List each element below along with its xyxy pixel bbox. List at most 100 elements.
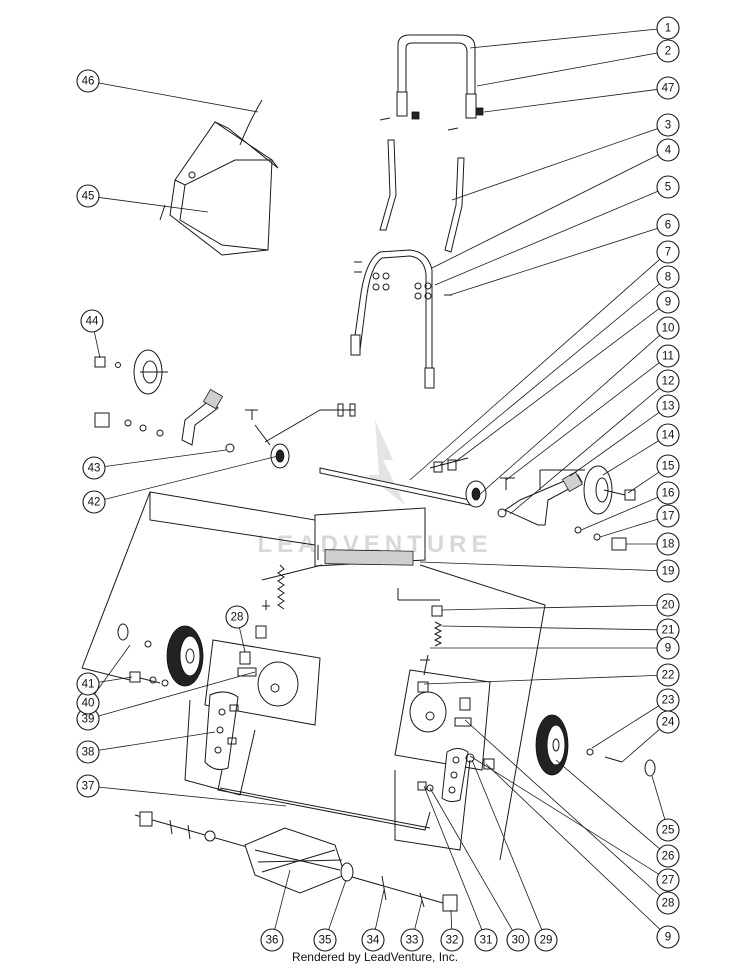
callout-circle-c9a <box>656 290 680 314</box>
callout-number-c37: 37 <box>82 781 95 793</box>
callout-circle-c7 <box>656 240 680 264</box>
callout-c17: 17 <box>599 504 680 538</box>
callout-number-c5: 5 <box>665 182 671 194</box>
callout-number-c23: 23 <box>662 695 675 707</box>
leader-line-c29 <box>471 759 543 930</box>
callout-c26: 26 <box>555 759 680 868</box>
callout-circle-c41 <box>76 672 100 696</box>
callout-number-c20: 20 <box>662 600 675 612</box>
callout-number-c38: 38 <box>82 747 95 759</box>
callout-circle-c20 <box>656 593 680 617</box>
callout-number-c45: 45 <box>82 191 95 203</box>
leader-line-c2 <box>476 52 658 87</box>
leader-line-c42 <box>104 455 279 500</box>
callout-circle-c25 <box>656 818 680 842</box>
leader-line-c34 <box>374 889 385 930</box>
leader-line-c6 <box>449 227 658 296</box>
callout-c25: 25 <box>651 775 680 842</box>
leader-line-c1 <box>469 28 658 49</box>
callout-number-c39: 39 <box>82 714 95 726</box>
callout-number-c16: 16 <box>662 488 675 500</box>
deck-frame <box>81 491 546 861</box>
callout-c27: 27 <box>469 755 680 892</box>
callout-c29: 29 <box>471 759 558 952</box>
callout-layer: 1247345678910111213141516171819202192223… <box>76 16 680 952</box>
axle-rod <box>319 457 471 506</box>
callout-c2: 2 <box>476 39 680 87</box>
callout-circle-c2 <box>656 39 680 63</box>
leadventure-credit: Rendered by LeadVenture, Inc. <box>291 950 459 964</box>
leader-line-c27 <box>469 755 659 875</box>
leader-line-c5 <box>434 190 659 286</box>
callout-circle-c4 <box>656 138 680 162</box>
lower-handle <box>350 249 452 389</box>
callout-number-c2: 2 <box>665 46 671 58</box>
callout-number-c29: 29 <box>540 935 553 947</box>
leader-line-c24 <box>621 728 660 763</box>
callout-circle-c15 <box>656 454 680 478</box>
left-drive-parts <box>94 349 356 469</box>
callout-c47: 47 <box>483 76 680 113</box>
leader-line-c26 <box>555 759 660 850</box>
callout-circle-c27 <box>656 868 680 892</box>
callout-c16: 16 <box>580 481 680 531</box>
callout-c44: 44 <box>80 309 104 359</box>
callout-circle-c32 <box>440 928 464 952</box>
callout-circle-c28l <box>225 605 249 629</box>
callout-circle-c18 <box>656 532 680 556</box>
callout-number-c10: 10 <box>662 323 675 335</box>
callout-c32: 32 <box>440 909 464 952</box>
leader-line-c3 <box>451 128 658 201</box>
callout-c19: 19 <box>419 559 680 583</box>
callout-number-c47: 47 <box>662 83 675 95</box>
leader-line-c39 <box>98 671 256 717</box>
callout-circle-c45 <box>76 184 100 208</box>
callout-c12: 12 <box>509 369 680 515</box>
leader-line-c46 <box>98 82 259 113</box>
callout-c28r: 28 <box>464 719 680 915</box>
callout-number-c27: 27 <box>662 875 675 887</box>
callout-number-c18: 18 <box>662 539 675 551</box>
leader-line-c12 <box>509 387 660 515</box>
callout-number-c41: 41 <box>82 679 95 691</box>
callout-circle-c5 <box>656 175 680 199</box>
callout-circle-c43 <box>82 456 106 480</box>
leader-line-c28l <box>239 627 246 653</box>
leader-line-c28r <box>464 719 661 896</box>
callout-number-c22: 22 <box>662 670 675 682</box>
leader-line-c9a <box>454 308 660 463</box>
callout-circle-c16 <box>656 481 680 505</box>
callout-c34: 34 <box>361 889 385 952</box>
callout-c4: 4 <box>431 138 680 269</box>
callout-number-c8: 8 <box>665 272 671 284</box>
leader-line-c44 <box>93 331 101 359</box>
leader-line-c40 <box>94 644 131 695</box>
callout-c33: 33 <box>400 899 424 952</box>
callout-c11: 11 <box>505 344 680 481</box>
callout-number-c28r: 28 <box>662 898 675 910</box>
callout-circle-c29 <box>534 928 558 952</box>
callout-number-c42: 42 <box>88 497 101 509</box>
callout-circle-c33 <box>400 928 424 952</box>
callout-number-c21: 21 <box>662 625 675 637</box>
leader-line-c4 <box>431 154 659 269</box>
callout-circle-c47 <box>656 76 680 100</box>
watermark: LEADVENTURE <box>257 420 488 558</box>
callout-circle-c37 <box>76 774 100 798</box>
callout-number-c4: 4 <box>665 145 672 157</box>
callout-c45: 45 <box>76 184 209 213</box>
leader-line-c31 <box>423 785 483 930</box>
callout-c9b: 9 <box>430 636 680 660</box>
callout-circle-c31 <box>474 928 498 952</box>
callout-c39: 39 <box>76 671 256 731</box>
callout-c42: 42 <box>82 455 279 514</box>
left-wheel-assembly <box>117 623 204 687</box>
callout-circle-c35 <box>313 928 337 952</box>
leader-line-c7 <box>409 258 661 481</box>
callout-c30: 30 <box>429 787 530 952</box>
reel-assembly <box>134 811 458 912</box>
callout-circle-c14 <box>656 423 680 447</box>
callout-number-c43: 43 <box>88 463 101 475</box>
callout-c21: 21 <box>441 618 680 642</box>
callout-c23: 23 <box>591 688 680 749</box>
